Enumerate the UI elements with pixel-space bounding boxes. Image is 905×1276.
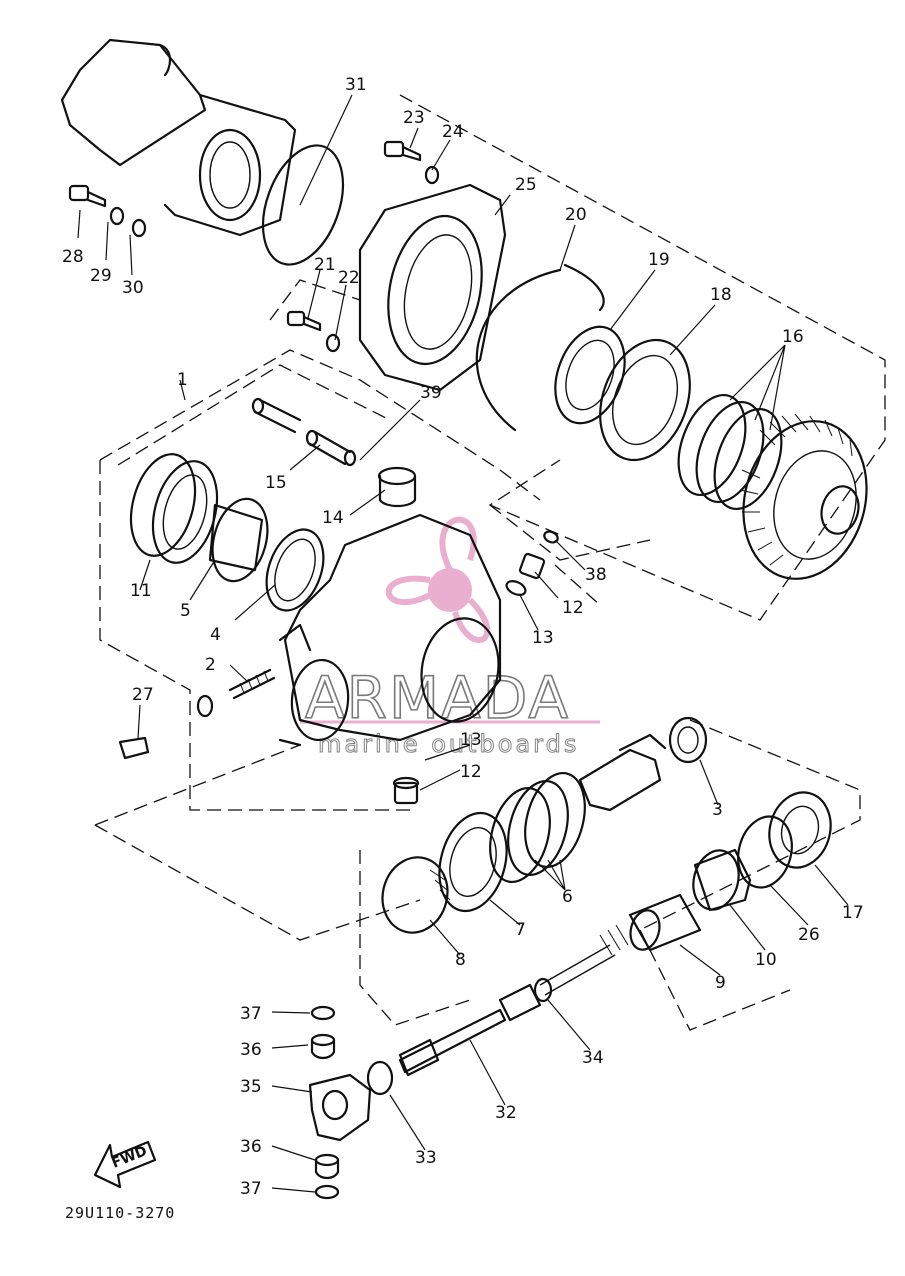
callout-36b: 36 [240, 1137, 262, 1157]
callout-6: 6 [562, 887, 573, 907]
left-bearing-stack [129, 453, 325, 612]
callout-30: 30 [122, 278, 144, 298]
pinion-assembly [381, 716, 708, 934]
callout-38: 38 [585, 565, 607, 585]
callout-10: 10 [755, 950, 777, 970]
callout-35: 35 [240, 1077, 262, 1097]
callout-9: 9 [715, 973, 726, 993]
bearings-18-19 [554, 325, 691, 462]
callout-23: 23 [403, 108, 425, 128]
callout-29: 29 [90, 266, 112, 286]
callout-numbers: 31 23 24 25 20 19 18 16 21 22 28 29 30 1… [62, 75, 864, 1199]
drive-shaft-32 [366, 924, 629, 1096]
callout-26: 26 [798, 925, 820, 945]
callout-39: 39 [420, 383, 442, 403]
callout-11: 11 [130, 581, 152, 601]
callout-7: 7 [515, 920, 526, 940]
callout-34: 34 [582, 1048, 604, 1068]
fwd-label: FWD [110, 1143, 150, 1172]
gear-case [278, 513, 559, 805]
bearing-housing-25 [358, 183, 507, 392]
callout-5: 5 [180, 601, 191, 621]
callout-17: 17 [842, 903, 864, 923]
callout-36a: 36 [240, 1040, 262, 1060]
callout-16: 16 [782, 327, 804, 347]
shims-16 [677, 393, 783, 511]
callout-18: 18 [710, 285, 732, 305]
callout-31: 31 [345, 75, 367, 95]
assembly-boundaries [94, 94, 886, 1031]
callout-2: 2 [205, 655, 216, 675]
universal-joint-35 [308, 1005, 372, 1200]
callout-13a: 13 [532, 628, 554, 648]
callout-37b: 37 [240, 1179, 262, 1199]
callout-12b: 12 [460, 762, 482, 782]
leader-lines [77, 94, 849, 1193]
callout-37a: 37 [240, 1004, 262, 1024]
callout-25: 25 [515, 175, 537, 195]
diagram-code: 29U110-3270 [65, 1204, 175, 1222]
callout-24: 24 [442, 122, 464, 142]
watermark-tagline: marine outboards [318, 730, 579, 758]
callout-32: 32 [495, 1103, 517, 1123]
callout-27: 27 [132, 685, 154, 705]
callout-4: 4 [210, 625, 221, 645]
callout-12a: 12 [562, 598, 584, 618]
callout-21: 21 [314, 255, 336, 275]
callout-15: 15 [265, 473, 287, 493]
o-ring-31 [261, 144, 345, 266]
callout-20: 20 [565, 205, 587, 225]
ring-gear [739, 413, 868, 580]
fwd-arrow-icon: FWD [93, 1140, 157, 1189]
rear-bearing-set [628, 791, 832, 952]
callout-33: 33 [415, 1148, 437, 1168]
circlip-20 [475, 263, 605, 432]
callout-1: 1 [177, 370, 188, 390]
stud-2-and-bolt-27 [118, 668, 276, 760]
callout-13b: 13 [460, 730, 482, 750]
callout-8: 8 [455, 950, 466, 970]
bolts-and-washers [68, 140, 440, 353]
pins-15-and-plug-14 [251, 397, 417, 508]
callout-14: 14 [322, 508, 344, 528]
rear-housing-tube [60, 38, 297, 237]
callout-28: 28 [62, 247, 84, 267]
callout-22: 22 [338, 268, 360, 288]
callout-19: 19 [648, 250, 670, 270]
callout-3: 3 [712, 800, 723, 820]
